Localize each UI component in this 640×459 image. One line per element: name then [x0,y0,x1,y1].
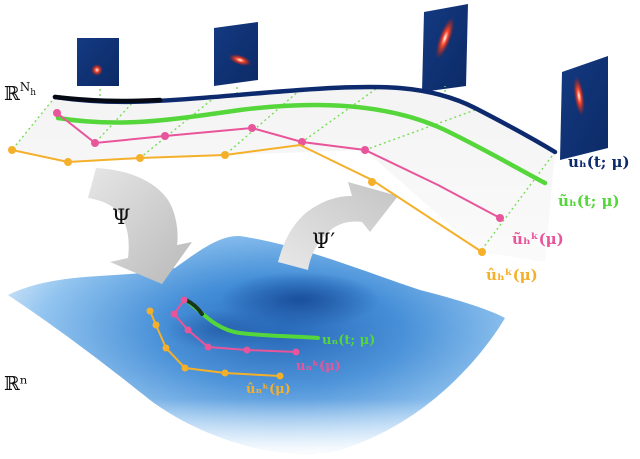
snapshot-3 [422,4,468,92]
u-h-curve-start [52,94,163,104]
u-tilde-h-curve [55,102,548,186]
u-hat-h-k-label: ûₕᵏ(μ) [486,266,538,284]
u-h-label: uₕ(t; μ) [568,153,630,171]
u-n-label: uₙ(t; μ) [322,333,375,348]
space-low-label: ℝⁿ [4,373,28,395]
latent-manifold-surface [8,235,505,454]
psi-prime-label: Ψ′ [312,229,335,253]
snapshot-panels [77,4,608,160]
u-tilde-h-label: ũₕ(t; μ) [558,192,620,210]
u-n-k-points [170,296,300,356]
snapshot-1 [77,38,119,86]
space-high-label: ℝNh [4,80,36,105]
u-tilde-h-k-points [53,109,504,222]
psi-prime-arrow [278,182,398,270]
u-hat-n-k-label: ûₙᵏ(μ) [246,382,291,397]
snapshot-2 [214,22,258,86]
correspondence-lines [11,84,556,253]
u-n-k-label: uₙᵏ(μ) [296,359,341,374]
u-tilde-h-k-polyline [56,112,501,219]
u-n-curve-start [184,298,204,316]
solution-manifold-sheet [12,88,555,262]
snapshot-4 [560,56,608,160]
u-hat-n-k-points [146,307,284,380]
psi-arrow [88,168,192,284]
u-tilde-h-k-label: ũₕᵏ(μ) [512,230,564,248]
u-hat-h-k-points [8,146,486,256]
psi-label: Ψ [112,205,130,229]
